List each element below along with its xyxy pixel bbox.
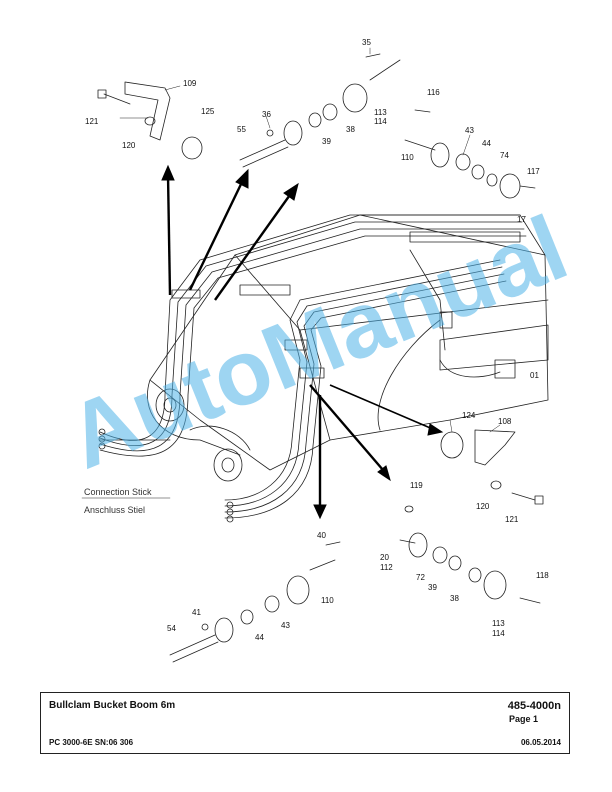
- part-label: 39: [322, 137, 331, 146]
- part-label: 41: [192, 608, 201, 617]
- part-label: 110: [321, 596, 334, 605]
- part-label: 43: [281, 621, 290, 630]
- part-label: 124: [462, 411, 476, 420]
- hose-clamps: [171, 231, 521, 379]
- drawing-number: 485-4000n: [507, 700, 561, 712]
- legend-german: Anschluss Stiel: [84, 505, 145, 515]
- part-label: 116: [427, 88, 440, 97]
- part-label: 54: [167, 624, 176, 633]
- part-label: 112: [380, 563, 393, 572]
- part-label: 110: [401, 153, 414, 162]
- part-label: 35: [362, 38, 371, 47]
- watermark-text: AutoManual: [54, 197, 580, 489]
- leader-lines: [81, 47, 501, 499]
- part-label: 120: [476, 502, 490, 511]
- part-label: 117: [527, 167, 540, 176]
- part-label: 39: [428, 583, 437, 592]
- fitting-55: [239, 53, 401, 168]
- bracket-assembly-right: [440, 429, 544, 505]
- fitting-54: [169, 541, 341, 663]
- part-label: 113: [492, 619, 505, 628]
- page-number: Page 1: [509, 714, 539, 724]
- part-label: 44: [482, 139, 491, 148]
- part-label: 01: [530, 371, 539, 380]
- hose-ends: [98, 428, 234, 523]
- part-label: 120: [122, 141, 136, 150]
- part-label: 74: [500, 151, 509, 160]
- part-label: 108: [498, 417, 512, 426]
- part-label: 44: [255, 633, 264, 642]
- part-label: 20: [380, 553, 389, 562]
- title-block: Bullclam Bucket Boom 6m 485-4000n Page 1…: [40, 692, 570, 754]
- part-label: 114: [492, 629, 505, 638]
- part-label: 55: [237, 125, 246, 134]
- part-label: 125: [201, 107, 215, 116]
- machine-model: PC 3000-6E SN:06 306: [49, 738, 134, 747]
- drawing-title: Bullclam Bucket Boom 6m: [49, 700, 176, 711]
- part-label: 114: [374, 117, 387, 126]
- fitting-110-top: [404, 109, 536, 199]
- hose-bundle: [99, 214, 527, 519]
- part-label: 40: [317, 531, 326, 540]
- exploded-parts-diagram: AutoManual 35 109 121 120 125 36 55 39 3…: [54, 38, 581, 663]
- direction-arrows: [161, 164, 444, 520]
- part-label: 119: [410, 481, 423, 490]
- part-label: 121: [85, 117, 99, 126]
- part-label: 38: [346, 125, 355, 134]
- part-label: 113: [374, 108, 387, 117]
- fitting-20-112: [399, 505, 541, 604]
- part-label: 118: [536, 571, 549, 580]
- part-label: 36: [262, 110, 271, 119]
- part-label: 72: [416, 573, 425, 582]
- legend-english: Connection Stick: [84, 487, 152, 497]
- drawing-date: 06.05.2014: [520, 738, 561, 747]
- part-label: 38: [450, 594, 459, 603]
- part-label: 109: [183, 79, 197, 88]
- part-label: 17: [517, 215, 526, 224]
- part-label: 43: [465, 126, 474, 135]
- part-labels: 35 109 121 120 125 36 55 39 38 113 114 1…: [85, 38, 549, 642]
- part-label: 121: [505, 515, 519, 524]
- bracket-assembly-top: [97, 81, 203, 160]
